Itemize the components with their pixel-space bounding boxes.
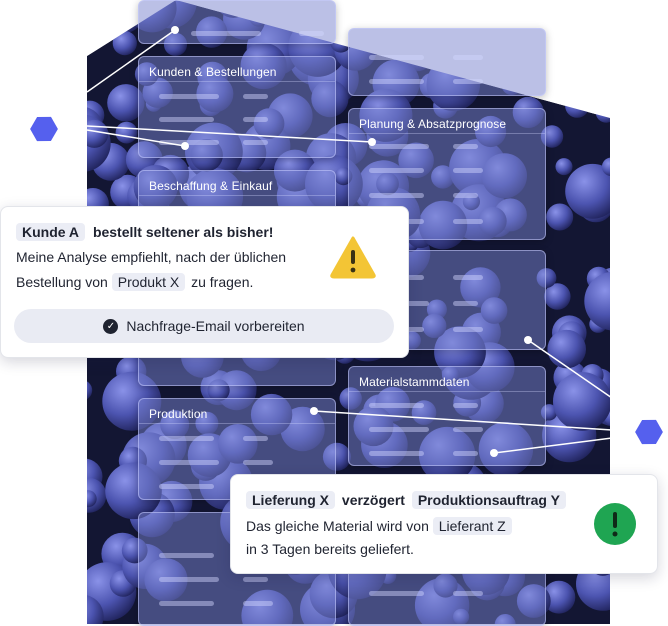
bubble: [87, 594, 104, 624]
supplier-chip[interactable]: Lieferant Z: [432, 517, 512, 535]
connector-dot: [181, 142, 189, 150]
insight-verb: verzögert: [341, 492, 405, 508]
check-circle-icon: ✓: [103, 318, 119, 334]
panel-title: Materialstammdaten: [359, 375, 470, 389]
bubble: [584, 271, 610, 331]
bubble: [87, 490, 97, 508]
panel-top-left: [138, 0, 336, 44]
insight-card-kunde-a: Kunde A bestellt seltener als bisher! Me…: [0, 206, 409, 358]
bubble: [107, 84, 145, 122]
panel-title: Produktion: [149, 407, 208, 421]
connector-dot: [524, 336, 532, 344]
connector-dot: [368, 138, 376, 146]
production-order-chip[interactable]: Produktionsauftrag Y: [411, 491, 566, 509]
bubble: [112, 30, 137, 56]
panel-top-right: [348, 28, 546, 96]
bubble: [601, 157, 610, 177]
prepare-followup-email-button[interactable]: ✓ Nachfrage-Email vorbereiten: [14, 309, 394, 343]
bubble: [546, 203, 574, 231]
insight-text-line1: Meine Analyse empfiehlt, nach der üblich…: [16, 249, 287, 265]
product-chip[interactable]: Produkt X: [111, 273, 186, 291]
hexagon-node-left: [30, 116, 58, 142]
delivery-chip[interactable]: Lieferung X: [246, 491, 336, 509]
bubble: [565, 163, 610, 219]
panel-title: Beschaffung & Einkauf: [149, 179, 273, 193]
hexagon-node-right: [635, 419, 663, 445]
insight-headline: bestellt seltener als bisher!: [92, 224, 274, 240]
warning-triangle-icon: [330, 236, 376, 279]
insight-text-prefix: Bestellung von: [16, 274, 108, 290]
insight-text-prefix: Das gleiche Material wird von: [246, 518, 429, 534]
connector-dot: [171, 26, 179, 34]
bubble: [334, 167, 353, 186]
bubble: [540, 125, 564, 148]
bubble: [544, 283, 571, 310]
bubble: [547, 329, 586, 369]
connector-dot: [310, 407, 318, 415]
connector-dot: [490, 449, 498, 457]
exclamation-circle-icon: [594, 503, 636, 545]
panel-title: Planung & Absatzprognose: [359, 117, 507, 131]
bubble: [542, 580, 576, 614]
insight-text-suffix: zu fragen.: [191, 274, 254, 290]
customer-chip[interactable]: Kunde A: [16, 223, 86, 241]
panel-title: Kunden & Bestellungen: [149, 65, 277, 79]
insight-text-line2: in 3 Tagen bereits geliefert.: [246, 541, 414, 557]
bubble: [87, 380, 93, 401]
bubble: [555, 158, 573, 176]
panel-kunden-bestellungen: Kunden & Bestellungen: [138, 56, 336, 158]
button-label: Nachfrage-Email vorbereiten: [126, 318, 305, 334]
insight-card-lieferung-x: Lieferung X verzögert Produktionsauftrag…: [230, 474, 658, 574]
